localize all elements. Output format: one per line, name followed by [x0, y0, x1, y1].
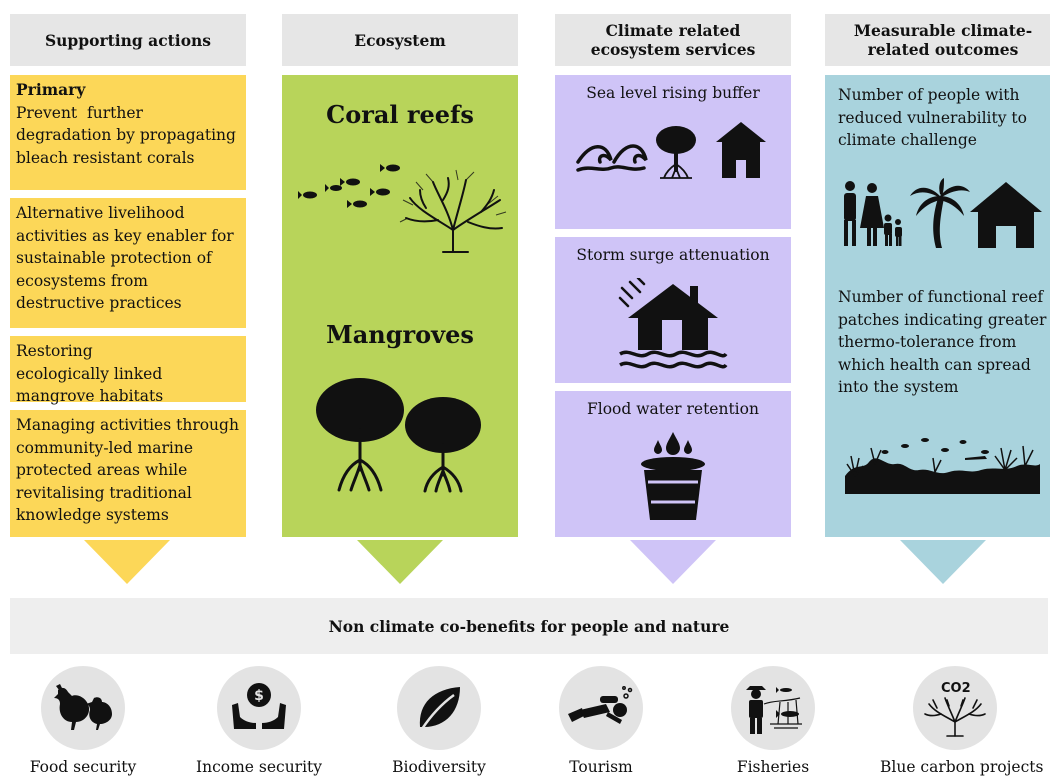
hands-coin-icon: $: [217, 666, 301, 750]
header-ecosystem: Ecosystem: [282, 14, 518, 66]
header-text: Measurable climate-related outcomes: [853, 21, 1033, 59]
outcomes-panel: [825, 75, 1050, 537]
storm-house-icon: [563, 278, 783, 370]
header-outcomes: Measurable climate-related outcomes: [825, 14, 1050, 66]
action-box-4: Managing activities through community-le…: [10, 410, 246, 537]
ecosystem-mangroves: Mangroves: [326, 320, 474, 349]
header-supporting-actions: Supporting actions: [10, 14, 246, 66]
service-text: Sea level rising buffer: [586, 84, 760, 102]
arrow-services: [630, 540, 716, 584]
benefit-label: Fisheries: [736, 758, 810, 776]
benefit-food-security: Food security: [8, 666, 158, 776]
action-box-2: Alternative livelihood activities as key…: [10, 198, 246, 328]
service-text: Flood water retention: [587, 400, 759, 418]
service-text: Storm surge attenuation: [576, 246, 770, 264]
svg-text:$: $: [254, 688, 264, 704]
header-text: Climate related ecosystem services: [590, 21, 756, 59]
benefit-biodiversity: Biodiversity: [364, 666, 514, 776]
benefit-label: Food security: [29, 758, 137, 776]
chicken-icon: [41, 666, 125, 750]
benefit-label: Blue carbon projects: [880, 758, 1044, 776]
co2-coral-icon: CO2: [913, 666, 997, 750]
action-text: Prevent further degradation by propagati…: [16, 103, 241, 167]
action-text: Alternative livelihood activities as key…: [16, 204, 234, 312]
action-text: Restoring ecologically linked mangrove h…: [16, 342, 164, 405]
fisher-icon: [731, 666, 815, 750]
arrow-outcomes: [900, 540, 986, 584]
ecosystem-coral-reefs: Coral reefs: [326, 100, 474, 129]
benefit-fisheries: Fisheries: [698, 666, 848, 776]
service-box-3: Flood water retention: [555, 391, 791, 537]
outcome-people: Number of people with reduced vulnerabil…: [838, 86, 1027, 149]
benefit-label: Tourism: [569, 758, 633, 776]
diver-icon: [559, 666, 643, 750]
banner-title: Non climate co-benefits for people and n…: [328, 616, 730, 636]
primary-label: Primary: [16, 80, 86, 99]
header-text: Ecosystem: [354, 30, 446, 50]
water-bucket-icon: [563, 430, 783, 522]
header-services: Climate related ecosystem services: [555, 14, 791, 66]
arrow-ecosystem: [357, 540, 443, 584]
fish-coral-icon: [298, 160, 508, 255]
action-box-1: Primary Prevent further degradation by p…: [10, 75, 246, 190]
action-text: Managing activities through community-le…: [16, 416, 239, 524]
reef-scene-icon: [845, 432, 1040, 494]
arrow-supporting-actions: [84, 540, 170, 584]
co2-label: CO2: [941, 681, 971, 696]
action-box-3: Restoring ecologically linked mangrove h…: [10, 336, 246, 405]
header-text: Supporting actions: [44, 30, 212, 50]
ecosystem-panel: [282, 75, 518, 537]
waves-tree-house-icon: [563, 122, 783, 182]
service-box-1: Sea level rising buffer: [555, 75, 791, 229]
benefit-label: Income security: [195, 758, 323, 776]
co-benefits-banner: Non climate co-benefits for people and n…: [10, 598, 1048, 654]
family-palm-house-icon: [840, 178, 1045, 250]
benefit-blue-carbon: CO2 Blue carbon projects: [880, 666, 1044, 776]
service-box-2: Storm surge attenuation: [555, 237, 791, 383]
benefit-tourism: Tourism: [526, 666, 676, 776]
mangrove-trees-icon: [315, 375, 490, 495]
benefit-label: Biodiversity: [392, 758, 486, 776]
outcome-reef-patches: Number of functional reef patches indica…: [838, 288, 1047, 396]
leaf-icon: [397, 666, 481, 750]
benefit-income-security: $ Income security: [184, 666, 334, 776]
